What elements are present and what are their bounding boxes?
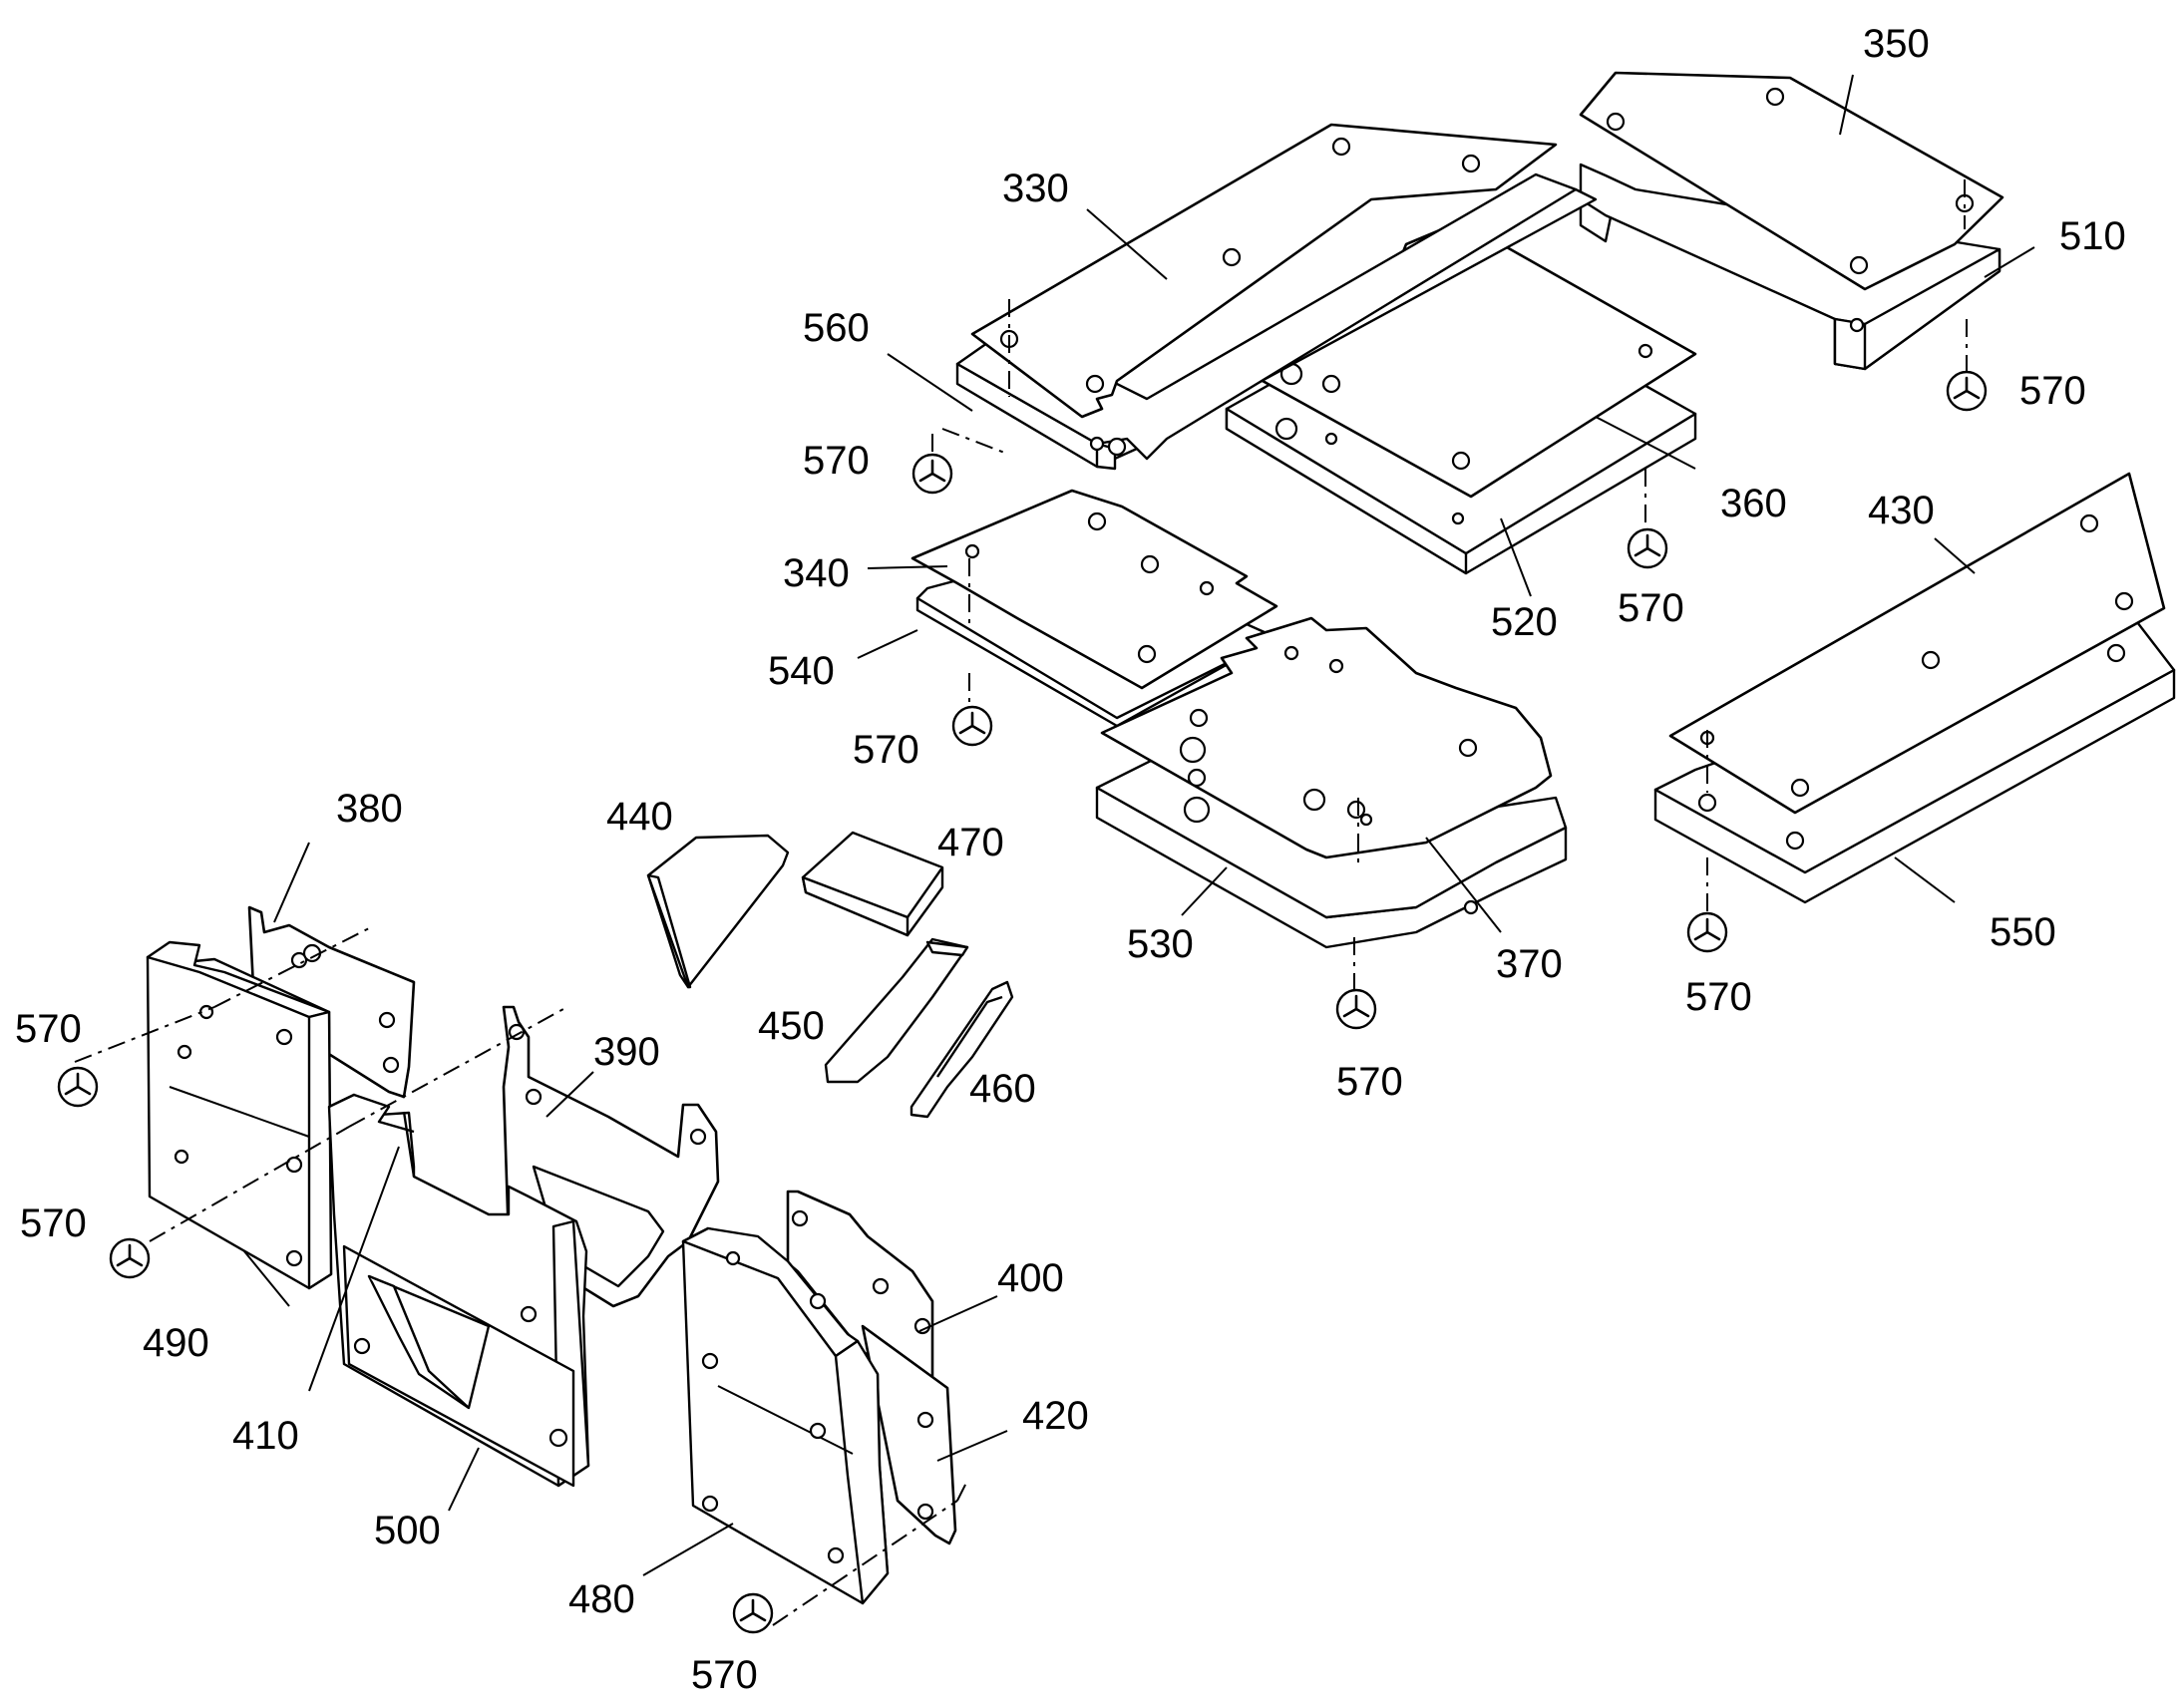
- label-360: 360: [1720, 482, 1787, 525]
- part-470-block: [801, 831, 944, 937]
- part-500-block: [342, 1244, 575, 1488]
- label-520: 520: [1491, 600, 1558, 644]
- part-330-plate: [970, 123, 1558, 419]
- part-450-strip: [824, 937, 969, 1084]
- label-570: 570: [20, 1201, 87, 1245]
- label-570: 570: [853, 728, 919, 772]
- label-570: 570: [2019, 369, 2086, 413]
- label-430: 430: [1868, 489, 1935, 532]
- part-380-plate: [247, 905, 416, 1099]
- part-400-plate: [786, 1190, 934, 1393]
- label-570: 570: [1618, 586, 1684, 630]
- fastener-symbol-570: [1686, 911, 1728, 953]
- label-510: 510: [2059, 214, 2126, 258]
- label-350: 350: [1863, 22, 1930, 66]
- label-420: 420: [1022, 1394, 1089, 1438]
- label-570: 570: [803, 439, 870, 483]
- label-570: 570: [1685, 975, 1752, 1019]
- label-440: 440: [606, 795, 673, 839]
- label-470: 470: [937, 821, 1004, 864]
- fastener-symbol-570: [1946, 370, 1988, 412]
- label-460: 460: [969, 1067, 1036, 1111]
- leader-lines: [243, 74, 2035, 1576]
- label-390: 390: [593, 1030, 660, 1074]
- part-420-plate: [861, 1324, 957, 1545]
- part-350-plate: [1579, 71, 2004, 291]
- label-550: 550: [1990, 910, 2056, 954]
- label-540: 540: [768, 649, 835, 693]
- label-330: 330: [1002, 167, 1069, 210]
- part-430-plate: [1668, 472, 2166, 815]
- part-460-strip: [909, 980, 1014, 1119]
- fastener-symbol-570: [57, 1066, 99, 1108]
- fastener-symbol-570: [732, 1592, 774, 1634]
- part-440-wedge: [646, 834, 790, 989]
- fastener-symbol-570: [951, 705, 993, 747]
- label-380: 380: [336, 787, 403, 831]
- label-570: 570: [1336, 1060, 1403, 1104]
- fastener-symbol-570: [911, 453, 953, 495]
- fastener-symbol-570: [109, 1237, 151, 1279]
- label-530: 530: [1127, 922, 1194, 966]
- label-450: 450: [758, 1004, 825, 1048]
- part-370-plate: [1100, 616, 1553, 859]
- center-lines: [74, 179, 1968, 1626]
- label-490: 490: [143, 1321, 209, 1365]
- label-480: 480: [568, 1577, 635, 1621]
- fastener-symbol-570: [1627, 527, 1668, 569]
- label-570: 570: [15, 1007, 82, 1051]
- label-410: 410: [232, 1414, 299, 1458]
- label-340: 340: [783, 551, 850, 595]
- fastener-symbol-570: [1335, 988, 1377, 1030]
- label-400: 400: [997, 1256, 1064, 1300]
- part-labels: 330 350 510 570 560 570 360 340 520 570 …: [15, 22, 2126, 1697]
- part-510-block: [1579, 163, 2001, 371]
- label-370: 370: [1496, 942, 1563, 986]
- part-490-block: [146, 940, 333, 1290]
- part-480-block: [681, 1226, 890, 1605]
- label-500: 500: [374, 1509, 441, 1552]
- part-340-plate: [910, 489, 1278, 690]
- label-560: 560: [803, 306, 870, 350]
- label-570: 570: [691, 1653, 758, 1697]
